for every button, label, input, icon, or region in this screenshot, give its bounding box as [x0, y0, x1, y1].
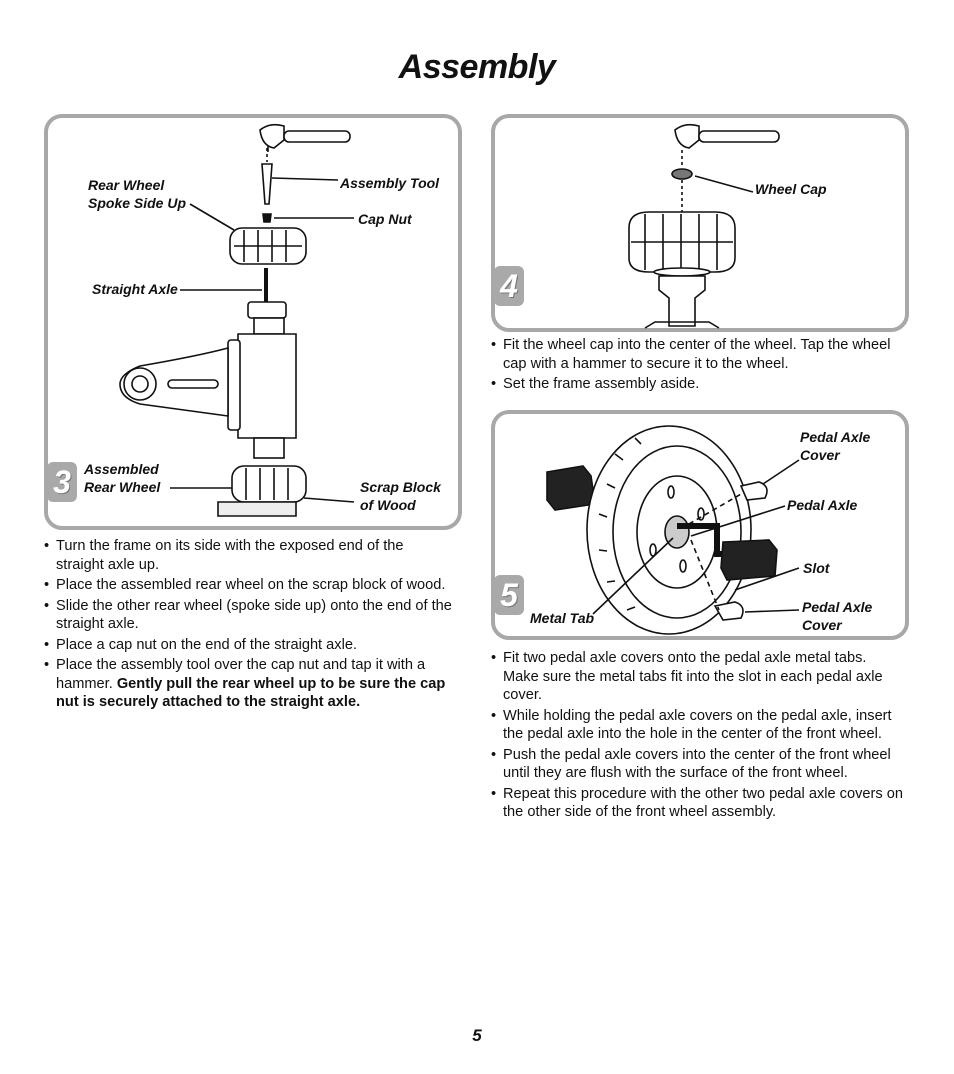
instruction-item: Fit the wheel cap into the center of the…: [491, 336, 901, 373]
step-number-4: 4: [494, 266, 524, 306]
label-pedal-axle: Pedal Axle: [787, 497, 858, 513]
hammer-icon: [259, 123, 351, 152]
cap-nut-icon: [262, 213, 272, 223]
label-pedal-axle-cover-top: Pedal Axle Cover: [800, 429, 871, 463]
wheel-icon: [628, 211, 736, 277]
instruction-item: Repeat this procedure with the other two…: [491, 785, 903, 822]
pedal-axle-cover-icon: [713, 601, 744, 621]
wheel-icon: [586, 425, 752, 635]
hammer-icon: [674, 123, 780, 149]
step-5-illustration: [546, 425, 800, 635]
label-pedal-axle-cover-bottom: Pedal Axle Cover: [802, 599, 873, 633]
step-number-5: 5: [494, 575, 524, 615]
instruction-item: Turn the frame on its side with the expo…: [44, 537, 454, 574]
frame-icon: [119, 301, 297, 459]
instruction-item: Fit two pedal axle covers onto the pedal…: [491, 649, 903, 705]
label-scrap-block: Scrap Block of Wood: [360, 479, 441, 513]
step-3-panel: Rear Wheel Spoke Side Up Assembly Tool C…: [44, 114, 462, 530]
step-3-illustration: [119, 123, 355, 517]
step-5-instructions: Fit two pedal axle covers onto the pedal…: [491, 649, 903, 824]
instruction-item: Slide the other rear wheel (spoke side u…: [44, 597, 454, 634]
instruction-item: Set the frame assembly aside.: [491, 375, 901, 394]
label-assembly-tool: Assembly Tool: [340, 175, 440, 191]
step-3-instructions: Turn the frame on its side with the expo…: [44, 537, 454, 714]
assembly-tool-icon: [261, 163, 273, 205]
scrap-block-icon: [217, 501, 297, 517]
label-cap-nut: Cap Nut: [358, 211, 412, 227]
step-5-panel: Pedal Axle Cover Pedal Axle Slot Metal T…: [491, 410, 909, 640]
step-4-illustration: [628, 123, 780, 329]
label-wheel-cap: Wheel Cap: [755, 181, 827, 197]
step-number-3: 3: [47, 462, 77, 502]
label-assembled-rear-wheel: Assembled Rear Wheel: [84, 461, 161, 495]
page-title: Assembly: [398, 48, 556, 86]
label-slot: Slot: [803, 560, 830, 576]
wheel-icon: [229, 227, 307, 265]
label-rear-wheel-spoke-side-up: Rear Wheel Spoke Side Up: [88, 177, 187, 211]
step-4-panel: Wheel Cap 4: [491, 114, 909, 332]
instruction-item: Push the pedal axle covers into the cent…: [491, 746, 903, 783]
frame-icon: [658, 275, 706, 327]
instruction-item: Place a cap nut on the end of the straig…: [44, 636, 454, 655]
instruction-emphasis: Gently pull the rear wheel up to be sure…: [56, 675, 446, 711]
page-number: 5: [472, 1026, 482, 1045]
pedal-axle-cover-icon: [739, 481, 768, 501]
pedal-icon: [546, 465, 596, 511]
pedal-icon: [720, 539, 778, 581]
instruction-item: Place the assembly tool over the cap nut…: [44, 656, 454, 712]
wheel-cap-icon: [671, 168, 693, 180]
step-4-instructions: Fit the wheel cap into the center of the…: [491, 336, 901, 396]
label-straight-axle: Straight Axle: [92, 281, 178, 297]
assembled-wheel-icon: [231, 465, 307, 503]
label-metal-tab: Metal Tab: [530, 610, 595, 626]
instruction-item: While holding the pedal axle covers on t…: [491, 707, 903, 744]
instruction-item: Place the assembled rear wheel on the sc…: [44, 576, 454, 595]
